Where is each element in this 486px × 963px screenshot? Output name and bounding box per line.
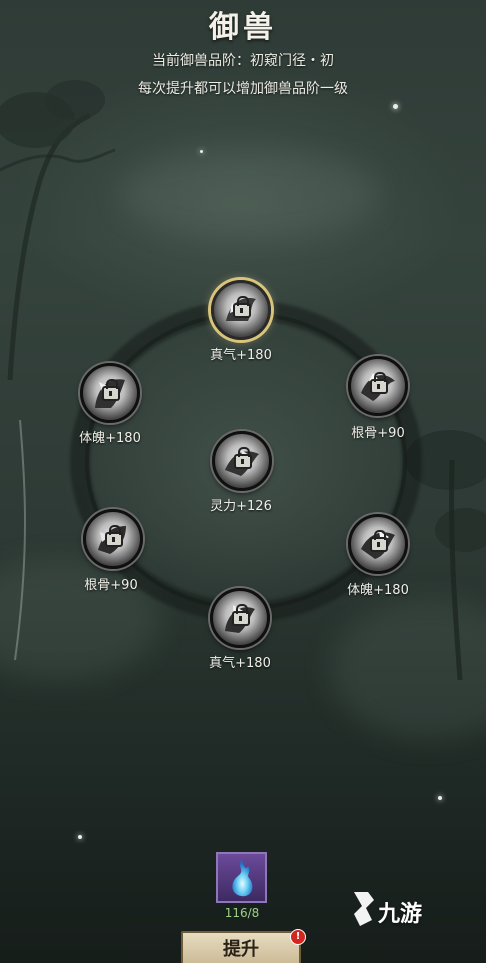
tree-silhouette-left: [0, 80, 116, 380]
lock-icon: [105, 525, 123, 547]
node-stat-label: 真气+180: [209, 656, 271, 671]
current-rank-text: 当前御兽品阶：初窥门径・初: [152, 53, 334, 69]
beast-node-lower-left[interactable]: [83, 509, 143, 569]
node-stat-label: 根骨+90: [351, 426, 405, 441]
lock-icon: [232, 604, 250, 626]
watermark-text: 九游: [378, 902, 423, 927]
tree-silhouette-right: [405, 430, 486, 680]
star: [200, 150, 203, 153]
upgrade-hint-text: 每次提升都可以增加御兽品阶一级: [138, 81, 348, 97]
beast-node-upper-left[interactable]: [80, 363, 140, 423]
mist-cloud: [120, 150, 380, 240]
node-stat-label: 体魄+180: [79, 431, 141, 446]
beast-node-top[interactable]: [211, 280, 271, 340]
beast-node-upper-right[interactable]: [348, 356, 408, 416]
item-count: 116/8: [224, 906, 260, 920]
lock-icon: [370, 372, 388, 394]
lock-icon: [233, 296, 251, 318]
page-title: 御兽: [209, 10, 277, 45]
node-stat-label: 根骨+90: [84, 578, 138, 593]
star: [78, 835, 82, 839]
9game-logo-icon: [354, 892, 374, 926]
node-stat-label: 灵力+126: [210, 499, 272, 514]
spirit-flame-icon: [232, 860, 253, 897]
branch-silhouette-left: [14, 420, 26, 660]
beast-node-center[interactable]: [212, 431, 272, 491]
beast-node-bottom[interactable]: [210, 588, 270, 648]
node-stat-label: 真气+180: [210, 348, 272, 363]
node-stat-label: 体魄+180: [347, 583, 409, 598]
upgrade-button[interactable]: 提升: [181, 931, 301, 963]
lock-icon: [370, 530, 388, 552]
star: [438, 796, 442, 800]
spirit-flame-item[interactable]: [216, 852, 267, 903]
star: [393, 104, 398, 109]
lock-icon: [102, 379, 120, 401]
lock-icon: [234, 447, 252, 469]
alert-badge-icon: !: [290, 929, 306, 945]
beast-node-lower-right[interactable]: [348, 514, 408, 574]
